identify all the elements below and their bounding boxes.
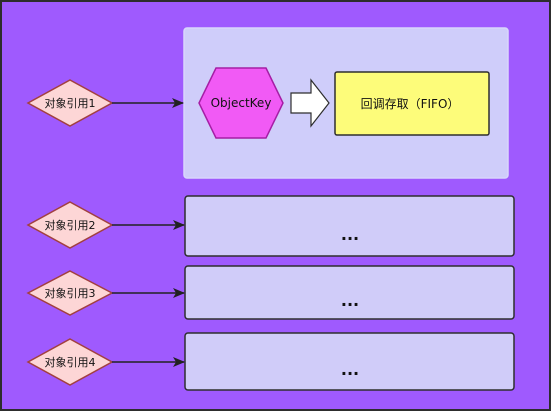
object-key-label: ObjectKey (211, 96, 272, 110)
reference-node: 对象引用4 (26, 338, 114, 386)
reference-label: 对象引用3 (45, 286, 96, 300)
block-arrow (290, 78, 330, 128)
reference-label: 对象引用4 (45, 355, 96, 369)
object-key-node: ObjectKey (198, 67, 284, 139)
reference-node: 对象引用3 (26, 270, 114, 316)
reference-node: 对象引用1 (26, 79, 114, 127)
placeholder-container: ... (184, 195, 515, 257)
placeholder-container: ... (184, 332, 515, 391)
placeholder-container: ... (184, 265, 515, 320)
reference-node: 对象引用2 (26, 201, 114, 249)
placeholder-ellipsis: ... (341, 225, 359, 244)
callback-label: 回调存取（FIFO） (361, 97, 460, 111)
callback-node: 回调存取（FIFO） (334, 71, 490, 136)
placeholder-ellipsis: ... (341, 360, 359, 379)
reference-label: 对象引用2 (45, 218, 96, 232)
reference-label: 对象引用1 (45, 96, 96, 110)
placeholder-ellipsis: ... (341, 291, 359, 310)
